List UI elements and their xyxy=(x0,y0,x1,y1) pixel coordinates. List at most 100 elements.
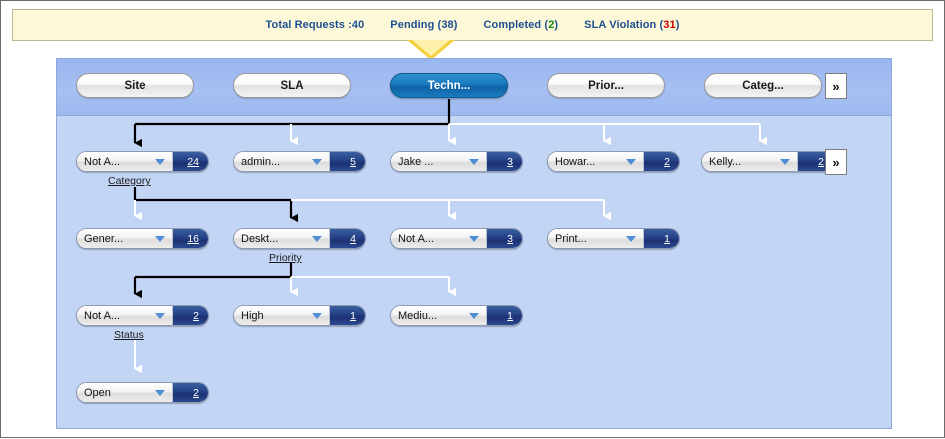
node-count[interactable]: 3 xyxy=(487,152,522,171)
node-value-text: Open xyxy=(84,386,111,399)
node-value[interactable]: Not A... xyxy=(77,306,173,325)
row0-next-button[interactable]: » xyxy=(825,149,847,175)
tab-priority[interactable]: Prior... xyxy=(547,73,665,98)
node-count[interactable]: 1 xyxy=(644,229,679,248)
completed-stat[interactable]: Completed (2) xyxy=(484,19,559,31)
node-value-text: Not A... xyxy=(84,309,121,322)
chevron-down-icon[interactable] xyxy=(312,235,322,242)
chevron-down-icon[interactable] xyxy=(469,235,479,242)
chevron-down-icon[interactable] xyxy=(469,158,479,165)
chevron-down-icon[interactable] xyxy=(155,389,165,396)
chevron-down-icon[interactable] xyxy=(312,312,322,319)
node-count[interactable]: 4 xyxy=(330,229,365,248)
node-value-text: Not A... xyxy=(84,155,121,168)
chevron-down-icon[interactable] xyxy=(469,312,479,319)
chevron-down-icon[interactable] xyxy=(626,158,636,165)
node-value[interactable]: Deskt... xyxy=(234,229,330,248)
tab-technician[interactable]: Techn... xyxy=(390,73,508,98)
node-row1-3[interactable]: Print... 1 xyxy=(547,228,680,249)
node-value[interactable]: High xyxy=(234,306,330,325)
chevron-down-icon[interactable] xyxy=(312,158,322,165)
total-requests-stat[interactable]: Total Requests :40 xyxy=(266,19,365,31)
node-value-text: Deskt... xyxy=(241,232,279,245)
node-value[interactable]: Kelly... xyxy=(702,152,798,171)
chevron-down-icon[interactable] xyxy=(155,158,165,165)
double-chevron-right-icon: » xyxy=(832,78,840,94)
node-value-text: Not A... xyxy=(398,232,435,245)
node-count[interactable]: 2 xyxy=(173,306,208,325)
node-count[interactable]: 1 xyxy=(330,306,365,325)
node-row0-4[interactable]: Kelly... 2 xyxy=(701,151,834,172)
sla-violation-value: 31 xyxy=(663,19,676,31)
total-requests-value: 40 xyxy=(351,19,365,31)
node-value[interactable]: Gener... xyxy=(77,229,173,248)
tab-label: Techn... xyxy=(427,79,471,92)
summary-pointer-inner-icon xyxy=(412,40,450,56)
node-row0-2[interactable]: Jake ... 3 xyxy=(390,151,523,172)
chevron-down-icon[interactable] xyxy=(155,312,165,319)
pending-close-paren: ) xyxy=(453,19,458,31)
tab-label: Categ... xyxy=(742,79,784,92)
completed-value: 2 xyxy=(548,19,555,31)
node-value[interactable]: Mediu... xyxy=(391,306,487,325)
pending-open-paren: ( xyxy=(437,19,442,31)
node-row1-2[interactable]: Not A... 3 xyxy=(390,228,523,249)
tab-category[interactable]: Categ... xyxy=(704,73,822,98)
axis-label-priority: Priority xyxy=(269,252,302,264)
node-value[interactable]: Jake ... xyxy=(391,152,487,171)
completed-close-paren: ) xyxy=(554,19,559,31)
node-count[interactable]: 5 xyxy=(330,152,365,171)
chevron-down-icon[interactable] xyxy=(626,235,636,242)
node-row2-2[interactable]: Mediu... 1 xyxy=(390,305,523,326)
node-count[interactable]: 24 xyxy=(173,152,208,171)
node-row1-0[interactable]: Gener... 16 xyxy=(76,228,209,249)
node-value[interactable]: Not A... xyxy=(391,229,487,248)
node-count[interactable]: 2 xyxy=(798,152,833,171)
node-value-text: Kelly... xyxy=(709,155,742,168)
node-value-text: Jake ... xyxy=(398,155,434,168)
node-row2-0[interactable]: Not A... 2 xyxy=(76,305,209,326)
node-count[interactable]: 2 xyxy=(644,152,679,171)
node-value[interactable]: Open xyxy=(77,383,173,402)
pending-label: Pending xyxy=(390,19,435,31)
axis-label-status: Status xyxy=(114,329,144,341)
tab-site[interactable]: Site xyxy=(76,73,194,98)
node-count[interactable]: 16 xyxy=(173,229,208,248)
sla-close-paren: ) xyxy=(675,19,680,31)
node-row3-0[interactable]: Open 2 xyxy=(76,382,209,403)
node-value-text: Print... xyxy=(555,232,587,245)
node-row0-3[interactable]: Howar... 2 xyxy=(547,151,680,172)
total-requests-label: Total Requests : xyxy=(265,19,352,31)
pending-stat[interactable]: Pending (38) xyxy=(390,19,457,31)
node-value[interactable]: admin... xyxy=(234,152,330,171)
tab-label: Site xyxy=(124,79,146,92)
sla-open-paren: ( xyxy=(659,19,664,31)
pending-value: 38 xyxy=(441,19,454,31)
node-value-text: Mediu... xyxy=(398,309,438,322)
node-count[interactable]: 3 xyxy=(487,229,522,248)
node-count[interactable]: 2 xyxy=(173,383,208,402)
completed-open-paren: ( xyxy=(544,19,549,31)
axis-label-category: Category xyxy=(108,175,151,187)
sla-violation-stat[interactable]: SLA Violation (31) xyxy=(584,19,679,31)
node-value-text: Howar... xyxy=(555,155,596,168)
node-row0-1[interactable]: admin... 5 xyxy=(233,151,366,172)
node-row0-0[interactable]: Not A... 24 xyxy=(76,151,209,172)
node-value[interactable]: Howar... xyxy=(548,152,644,171)
double-chevron-right-icon: » xyxy=(832,154,840,170)
chevron-down-icon[interactable] xyxy=(780,158,790,165)
node-value-text: High xyxy=(241,309,264,322)
summary-bar: Total Requests :40 Pending (38) Complete… xyxy=(12,9,933,41)
node-value-text: Gener... xyxy=(84,232,124,245)
chevron-down-icon[interactable] xyxy=(155,235,165,242)
tabs-next-button[interactable]: » xyxy=(825,73,847,99)
node-value[interactable]: Not A... xyxy=(77,152,173,171)
node-row2-1[interactable]: High 1 xyxy=(233,305,366,326)
node-row1-1[interactable]: Deskt... 4 xyxy=(233,228,366,249)
node-value[interactable]: Print... xyxy=(548,229,644,248)
node-count[interactable]: 1 xyxy=(487,306,522,325)
tab-sla[interactable]: SLA xyxy=(233,73,351,98)
tab-label: Prior... xyxy=(588,79,624,92)
completed-label: Completed xyxy=(483,19,542,31)
